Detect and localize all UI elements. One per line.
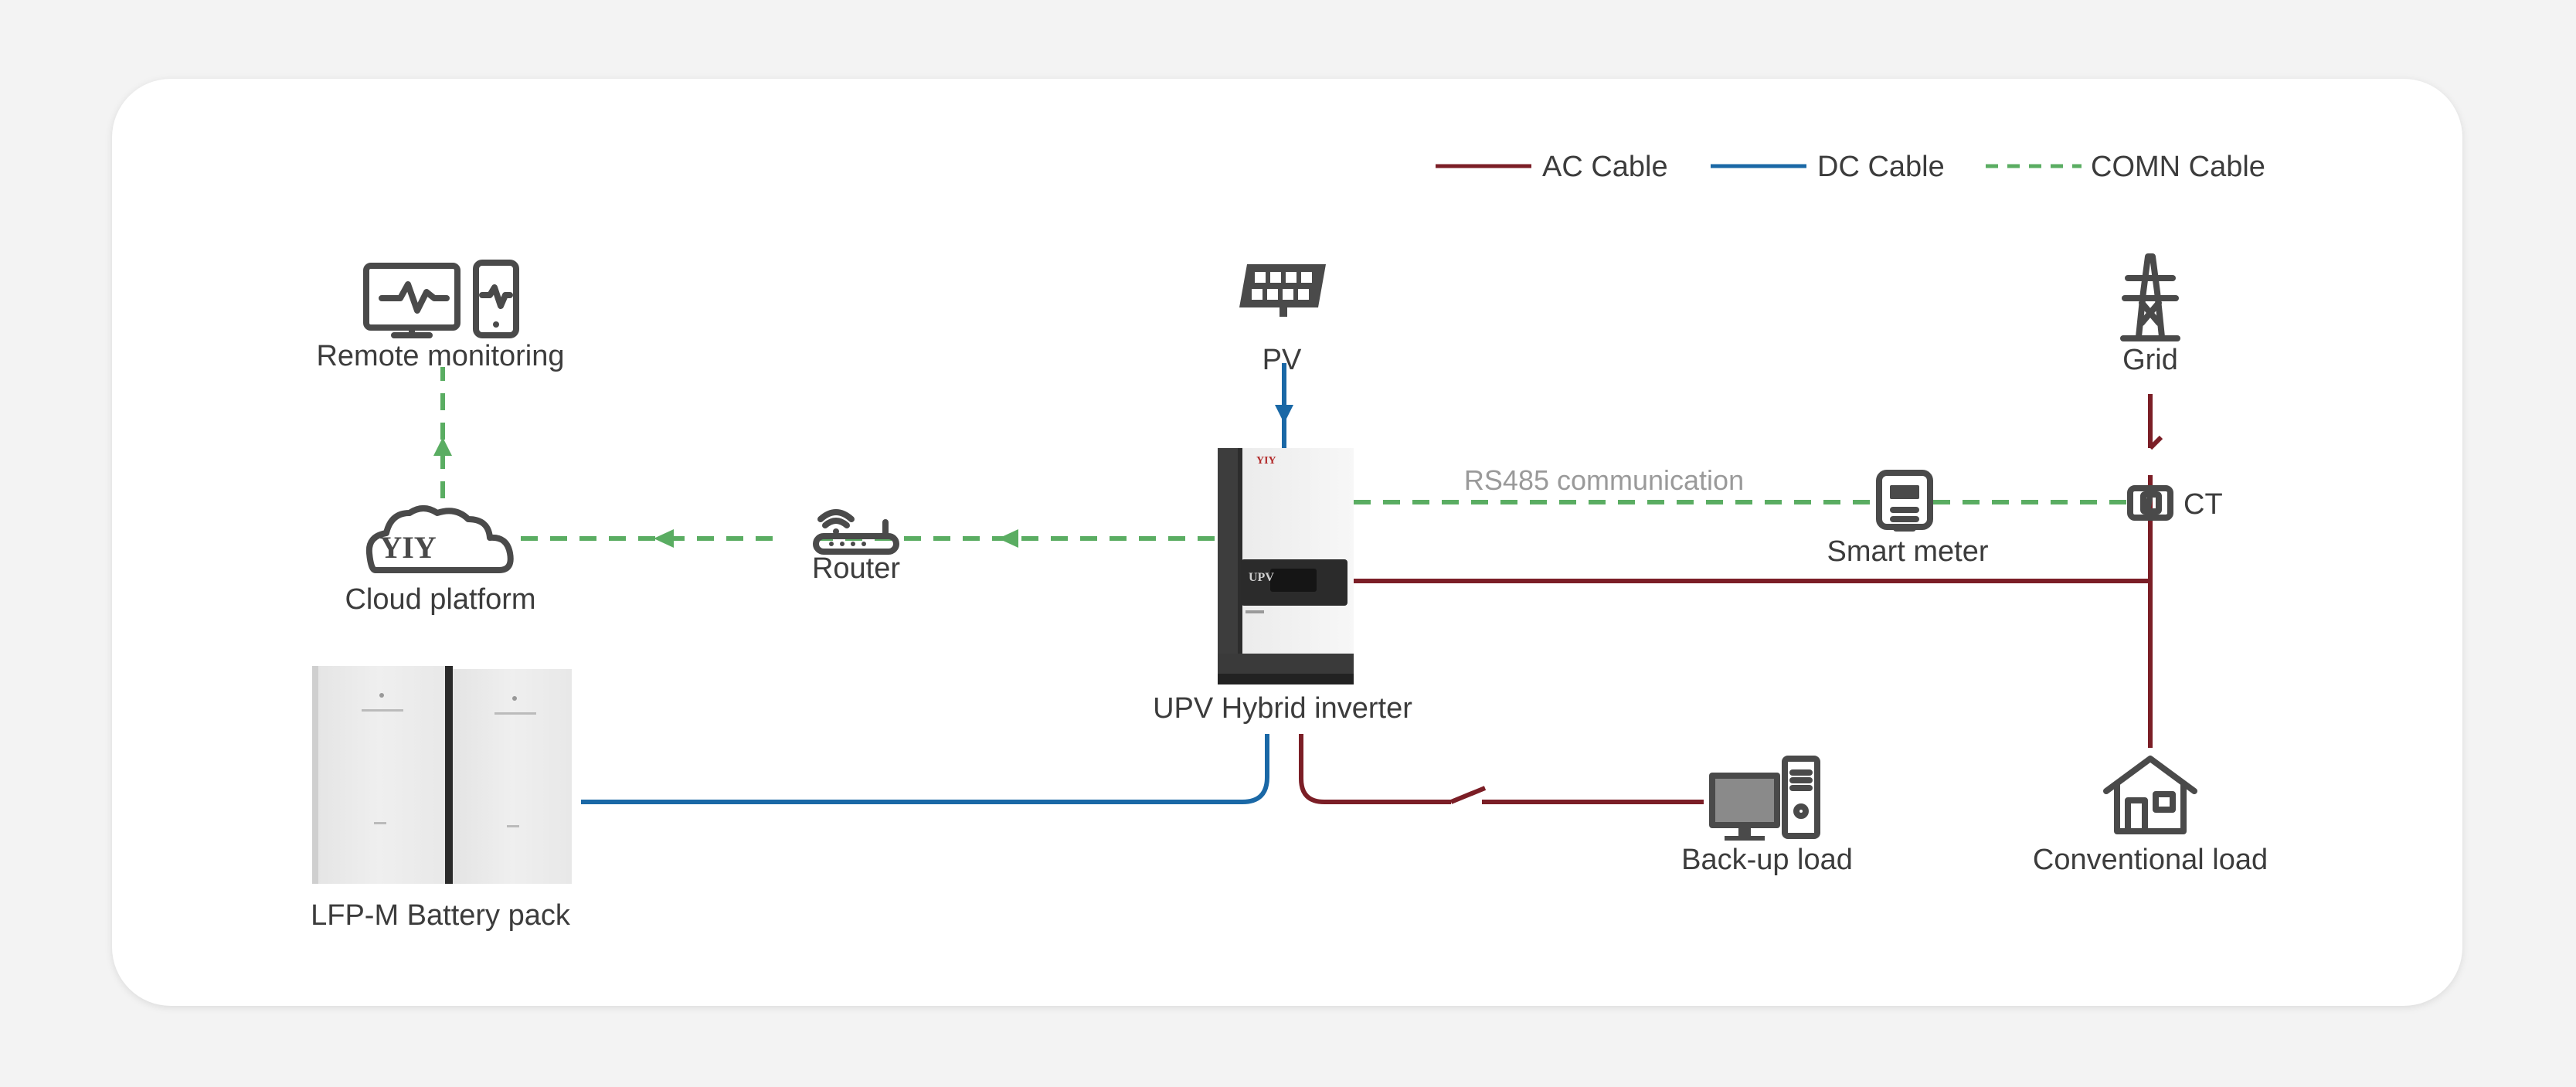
backup-load-label: Back-up load [1681,844,1853,876]
smart-meter-icon [1876,470,1933,532]
comn-arrows [433,437,1018,548]
cloud-icon: YIY [365,505,514,573]
remote-monitoring-node: Remote monitoring [316,260,565,372]
legend-comn-label: COMN Cable [2091,151,2265,183]
arrow-left-1 [998,529,1018,548]
ct-clamp-icon [2127,485,2173,521]
cloud-platform-node: YIY Cloud platform [345,505,536,616]
cloud-platform-label: Cloud platform [345,583,535,616]
rs485-label: RS485 communication [1464,464,1744,496]
transmission-tower-icon [2120,253,2180,341]
computer-icon [1709,756,1820,841]
conventional-load-node: Conventional load [2033,756,2268,876]
legend-ac-label: AC Cable [1542,151,1668,183]
cable-battery-inverter [581,734,1269,804]
inverter-panel-text: UPV [1249,571,1274,584]
phone-icon [473,260,519,338]
router-node: Router [812,509,900,585]
pv-label: PV [1263,344,1302,376]
cloud-logo: YIY [379,530,436,565]
house-icon [2103,756,2197,834]
legend-dc-label: DC Cable [1817,151,1945,183]
battery-device [312,666,572,884]
dc-cables [581,363,1286,804]
solar-panel-icon [1239,264,1326,317]
remote-monitoring-label: Remote monitoring [316,340,564,372]
monitor-icon [363,263,460,338]
backup-load-node: Back-up load [1681,756,1853,876]
inverter-logo: YIY [1256,455,1276,467]
arrow-up [433,437,452,456]
grid-switch-blade [2148,435,2163,450]
grid-label: Grid [2122,344,2178,376]
inverter-node: UPV YIY UPV Hybrid inverter [1153,448,1412,725]
battery-label: LFP-M Battery pack [311,899,571,932]
arrow-left-2 [654,529,674,548]
conventional-load-label: Conventional load [2033,844,2268,876]
battery-node: LFP-M Battery pack [311,666,572,932]
inverter-label: UPV Hybrid inverter [1153,692,1412,725]
smart-meter-node: RS485 communication Smart meter [1464,464,1989,568]
smart-meter-label: Smart meter [1827,535,1988,568]
inverter-device: UPV YIY [1218,448,1354,684]
ct-node: CT [2127,485,2223,521]
router-icon [813,509,899,555]
cable-inverter-switch [1299,734,1451,804]
pv-node: PV [1239,264,1326,376]
legend: AC Cable DC Cable COMN Cable [1436,151,2265,183]
ac-cables [1299,394,2163,804]
backup-switch-blade [1449,786,1487,804]
ct-label: CT [2183,488,2223,521]
dc-arrow-down [1275,405,1293,423]
grid-node: Grid [2120,253,2180,376]
router-label: Router [812,552,900,585]
